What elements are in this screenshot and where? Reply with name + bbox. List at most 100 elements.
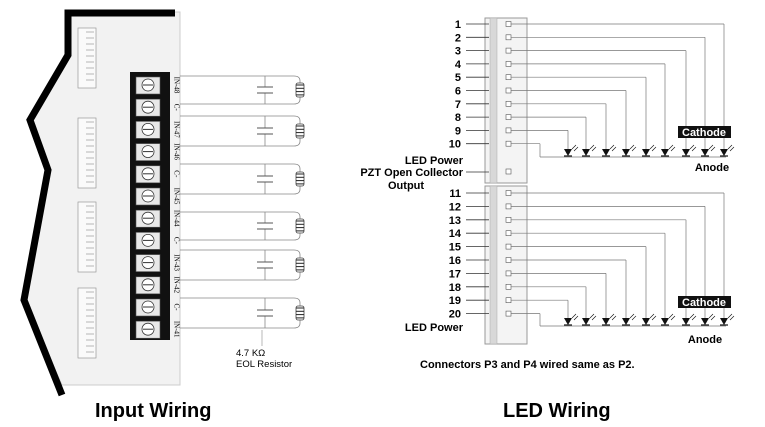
terminal-label: IN-44 bbox=[172, 210, 180, 227]
connector-pin bbox=[505, 101, 512, 107]
pin-number: 9 bbox=[455, 125, 461, 137]
terminal-label: IN-46 bbox=[172, 143, 180, 160]
upper-led-wiring bbox=[466, 21, 735, 175]
led-icon bbox=[602, 313, 617, 326]
led-icon bbox=[682, 313, 697, 326]
input-loop bbox=[180, 249, 305, 281]
pin-number: 5 bbox=[455, 72, 461, 84]
connector-pin bbox=[505, 217, 512, 223]
board-connector-strips bbox=[77, 27, 97, 359]
connector-pin bbox=[505, 283, 512, 290]
connector-pin bbox=[505, 297, 512, 304]
terminal-label: IN-43 bbox=[172, 254, 180, 271]
terminal-screws bbox=[135, 76, 161, 339]
lower-cathode-label: Cathode bbox=[682, 297, 726, 309]
upper-anode-label: Anode bbox=[695, 162, 729, 174]
connector-pin bbox=[505, 190, 512, 196]
led-icon bbox=[622, 313, 637, 326]
connector-pin bbox=[505, 34, 512, 41]
resistor-value: 4.7 KΩ bbox=[236, 348, 265, 359]
led-icon bbox=[661, 144, 676, 157]
connector-pin bbox=[505, 140, 512, 147]
pin-number: 1 bbox=[455, 19, 461, 31]
connector-pin bbox=[505, 243, 512, 250]
terminal-labels: IN-48C-IN-47IN-46C-IN-45IN-44C-IN-43IN-4… bbox=[172, 77, 180, 338]
pin-number: 17 bbox=[449, 268, 461, 280]
input-loop bbox=[180, 211, 305, 241]
pin-number: 20 bbox=[449, 309, 461, 321]
pzt-label-line2: Output bbox=[388, 180, 424, 192]
pin-number: 12 bbox=[449, 201, 461, 213]
resistor-label: EOL Resistor bbox=[236, 359, 292, 370]
led-icon bbox=[701, 144, 716, 157]
connector-pin bbox=[505, 127, 512, 134]
eol-resistor bbox=[295, 257, 305, 273]
lower-connector-rail bbox=[489, 185, 498, 345]
pin-number: 10 bbox=[449, 139, 461, 151]
pin-number: 4 bbox=[455, 59, 462, 71]
terminal-screw bbox=[135, 143, 161, 161]
connector-pin bbox=[505, 61, 512, 67]
eol-resistor bbox=[295, 305, 305, 321]
led-icon bbox=[682, 144, 697, 157]
terminal-screw bbox=[135, 165, 161, 184]
led-icon bbox=[582, 313, 597, 326]
lower-led-wiring bbox=[466, 190, 735, 327]
terminal-screw bbox=[135, 276, 161, 295]
board-strip bbox=[77, 27, 97, 89]
terminal-label: IN-45 bbox=[172, 188, 180, 205]
terminal-label: C- bbox=[172, 104, 180, 112]
terminal-screw bbox=[135, 320, 161, 339]
terminal-label: C- bbox=[172, 170, 180, 178]
lower-led-power-label: LED Power bbox=[405, 322, 464, 334]
terminal-label: IN-42 bbox=[172, 276, 180, 293]
eol-resistor bbox=[295, 82, 305, 98]
eol-resistor bbox=[295, 171, 305, 187]
led-icon bbox=[642, 313, 657, 326]
lower-cathode-badge bbox=[678, 296, 731, 308]
board-strip bbox=[77, 117, 97, 189]
led-icon bbox=[701, 313, 716, 326]
board-strip bbox=[77, 287, 97, 359]
input-wiring-caption: Input Wiring bbox=[95, 400, 212, 422]
led-icon bbox=[564, 313, 579, 326]
lower-anode-label: Anode bbox=[688, 334, 722, 346]
pin-number: 19 bbox=[449, 295, 461, 307]
terminal-screw bbox=[135, 232, 161, 250]
pin-number: 7 bbox=[455, 99, 461, 111]
pin-number: 14 bbox=[449, 228, 462, 240]
eol-resistor bbox=[295, 218, 305, 234]
eol-resistor bbox=[295, 123, 305, 139]
connector-pin bbox=[505, 203, 512, 210]
led-wiring-caption: LED Wiring bbox=[503, 400, 611, 422]
terminal-label: IN-48 bbox=[172, 77, 180, 94]
terminal-screw bbox=[135, 209, 161, 228]
pin-number: 6 bbox=[455, 86, 461, 98]
input-wiring-panel: IN-48C-IN-47IN-46C-IN-45IN-44C-IN-43IN-4… bbox=[20, 9, 305, 397]
connector-pin bbox=[505, 270, 512, 277]
led-icon bbox=[564, 144, 579, 157]
connector-pin bbox=[505, 47, 512, 54]
upper-connector bbox=[484, 17, 528, 184]
terminal-screw bbox=[135, 298, 161, 317]
connector-pin bbox=[505, 168, 512, 175]
terminal-screw bbox=[135, 76, 161, 95]
connector-pin bbox=[505, 21, 512, 27]
pin-number: 18 bbox=[449, 282, 461, 294]
pin-number: 16 bbox=[449, 255, 461, 267]
terminal-label: IN-47 bbox=[172, 121, 180, 138]
terminal-screw bbox=[135, 254, 161, 272]
board-broken-edge bbox=[20, 9, 175, 397]
led-icon bbox=[622, 144, 637, 157]
connector-pin bbox=[505, 114, 512, 120]
input-loops bbox=[180, 75, 305, 346]
pin-number: 13 bbox=[449, 215, 461, 227]
upper-led-power-label: LED Power bbox=[405, 155, 464, 167]
input-loop bbox=[180, 163, 305, 195]
led-icon bbox=[642, 144, 657, 157]
pin-number: 3 bbox=[455, 46, 461, 58]
